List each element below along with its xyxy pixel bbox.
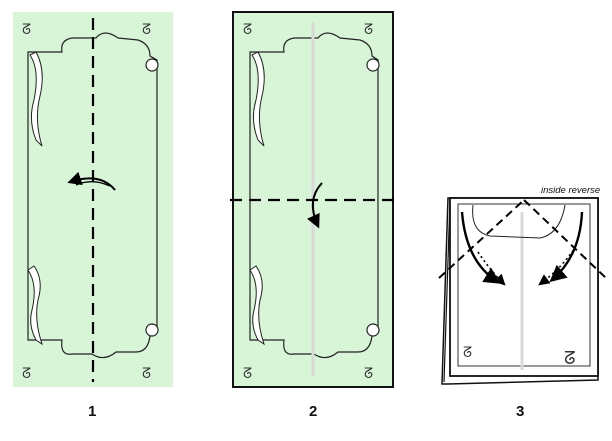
step-number-3: 3 [516,403,524,420]
inside-reverse-label: inside reverse [541,185,600,196]
reverse-fold-line [438,199,525,279]
corner-glyph: ᘔ [22,22,31,38]
corner-glyph: ᘔ [243,22,252,38]
corner-glyph: ᘔ [243,366,252,382]
ribbon-top [29,51,43,147]
reverse-fold-arrow [538,245,577,286]
reverse-fold-arrow [477,251,506,286]
step-2-diagram: ᘔ ᘔ ᘔ ᘔ 2 [230,11,396,420]
step-number-1: 1 [88,403,96,420]
fold-arrow [460,211,501,284]
corner-glyph: ᘔ [564,348,576,369]
reverse-fold-line [523,199,607,279]
fold-arrow [306,182,323,229]
paper-layer-back [443,199,451,383]
paper-inner-frame [457,203,591,367]
step-3-diagram: ᘔ ᘔ inside reverse 3 [438,185,607,420]
corner-glyph: ᘔ [463,345,472,361]
corner-glyph: ᘔ [142,22,151,38]
paper-front [449,197,599,377]
corner-glyph: ᘔ [22,366,31,382]
step-number-2: 2 [309,403,317,420]
corner-glyph: ᘔ [364,366,373,382]
corner-glyph: ᘔ [142,366,151,382]
ribbon-bottom [249,265,265,346]
ribbon-top [251,51,265,147]
frame-arc [472,204,566,239]
ribbon-bottom [27,265,43,346]
fold-arrow [67,171,116,191]
step-1-diagram: ᘔ ᘔ ᘔ ᘔ 1 [13,12,173,420]
corner-glyph: ᘔ [364,22,373,38]
